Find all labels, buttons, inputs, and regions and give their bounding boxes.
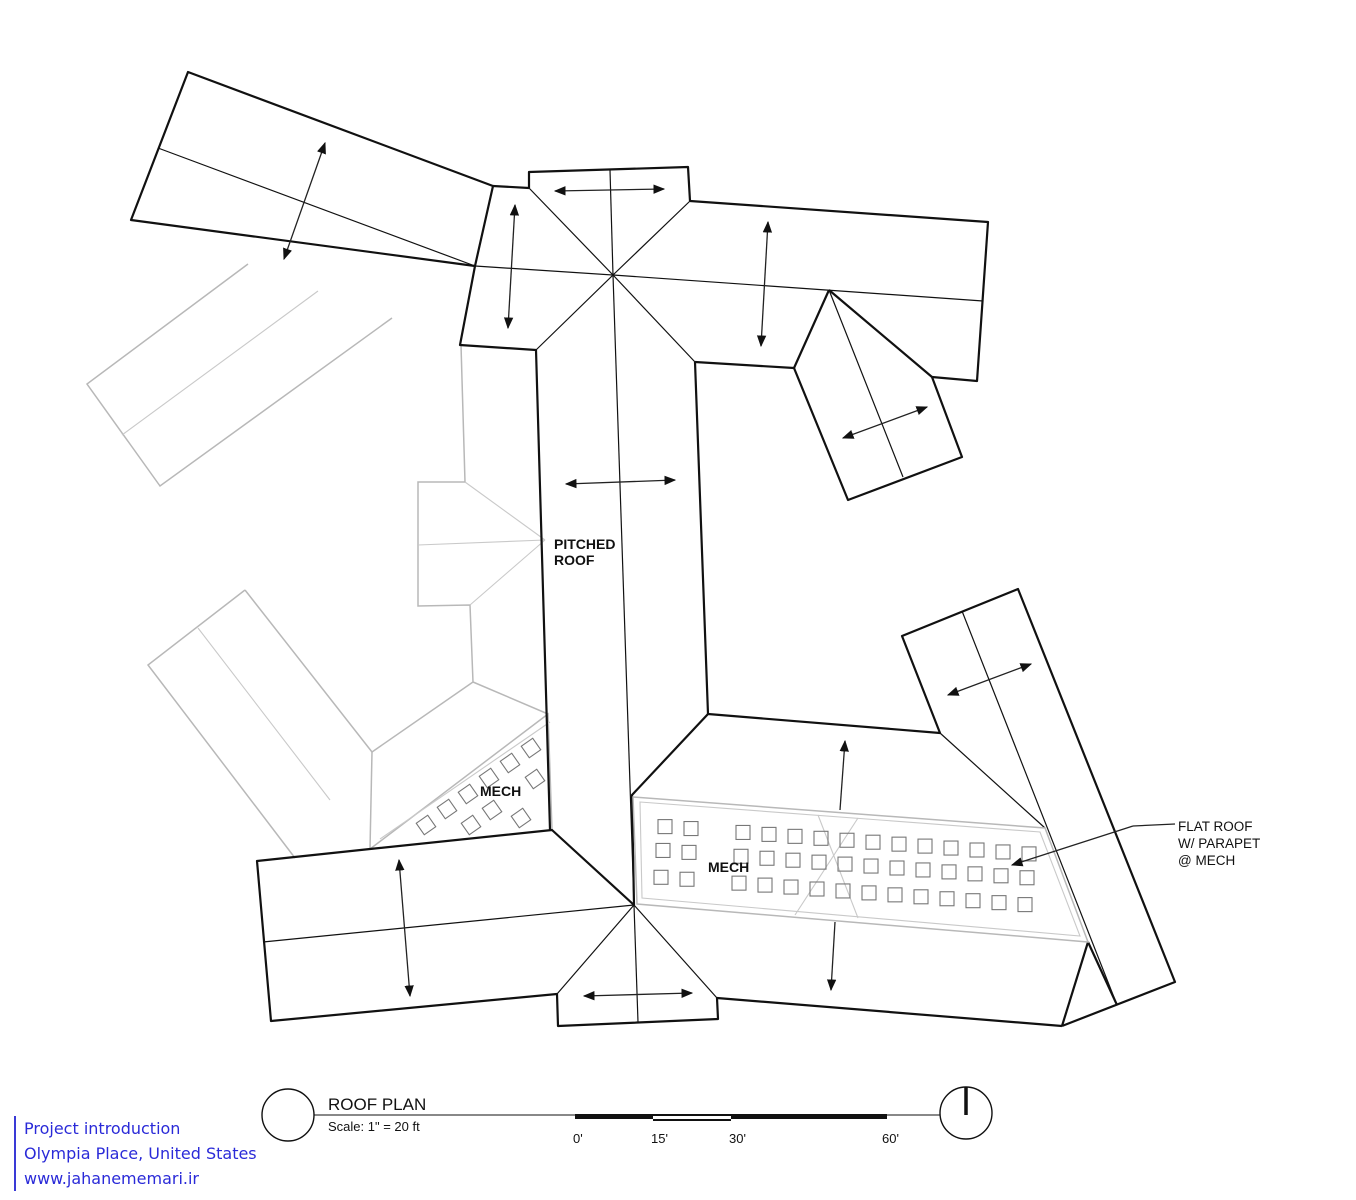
mech-unit [757,877,773,893]
mech-unit [731,875,747,891]
mech-unit [787,828,803,844]
scale-tick-15: 15' [651,1131,668,1146]
flat-roof-note-line2: W/ PARAPET [1178,836,1260,851]
mech-unit [813,830,829,846]
mech-unit [1021,846,1037,862]
mech-label-right: MECH [708,859,749,875]
pitched-roof-label-line2: ROOF [554,552,595,568]
mech-unit [679,871,695,887]
mech-unit [969,842,985,858]
mech-unit [809,881,825,897]
flat-roof-note-line1: FLAT ROOF [1178,819,1253,834]
mech-unit [943,840,959,856]
scale-tick-0: 0' [573,1131,583,1146]
north-arrow-icon [939,1086,993,1140]
mech-unit [783,879,799,895]
mech-unit [811,854,827,870]
existing-buildings-outline [85,263,553,859]
drawing-title: ROOF PLAN [328,1095,426,1114]
mech-unit [761,826,777,842]
scale-tick-60: 60' [882,1131,899,1146]
mech-unit [1017,897,1033,913]
mech-unit [865,834,881,850]
mech-unit [967,866,983,882]
mech-unit [991,895,1007,911]
credit-line-location: Olympia Place, United States [24,1144,257,1163]
mech-unit [759,850,775,866]
mech-unit [965,893,981,909]
main-roof-outline [129,70,1177,1028]
scale-tick-30: 30' [729,1131,746,1146]
mech-label-left: MECH [480,783,521,799]
mech-unit [915,862,931,878]
mech-unit [735,824,751,841]
mech-unit [653,869,669,885]
mech-unit [941,864,957,880]
mech-unit [993,868,1009,884]
credit-line-website[interactable]: www.jahanememari.ir [24,1169,200,1188]
mech-unit [733,848,749,864]
project-credits: Project introduction Olympia Place, Unit… [14,1116,257,1191]
title-bubble-icon [261,1088,315,1142]
mech-unit [835,883,851,899]
credit-line-project: Project introduction [24,1119,181,1138]
mech-unit [889,860,905,876]
mech-unit [837,856,853,872]
mech-unit [861,885,877,901]
mech-unit [655,842,671,859]
mech-unit [863,858,879,874]
slope-arrows [283,141,1176,1001]
mech-unit [785,852,801,868]
pitched-roof-label-line1: PITCHED [554,536,615,552]
mech-unit [683,820,699,837]
mech-unit [995,844,1011,860]
mech-unit [657,819,673,835]
right-mech-units [653,819,1037,913]
mech-unit [917,838,933,854]
mech-unit [891,836,907,852]
flat-roof-note-line3: @ MECH [1178,853,1235,868]
mech-unit [913,889,929,905]
title-block: ROOF PLAN Scale: 1" = 20 ft 0' 15' 30' 6… [261,1086,993,1146]
mech-unit [839,832,855,848]
drawing-scale: Scale: 1" = 20 ft [328,1119,420,1134]
left-mech-units [415,737,546,836]
mech-unit [681,844,697,860]
mech-unit [887,887,903,903]
mech-unit [1019,870,1035,886]
mech-unit [939,891,955,907]
